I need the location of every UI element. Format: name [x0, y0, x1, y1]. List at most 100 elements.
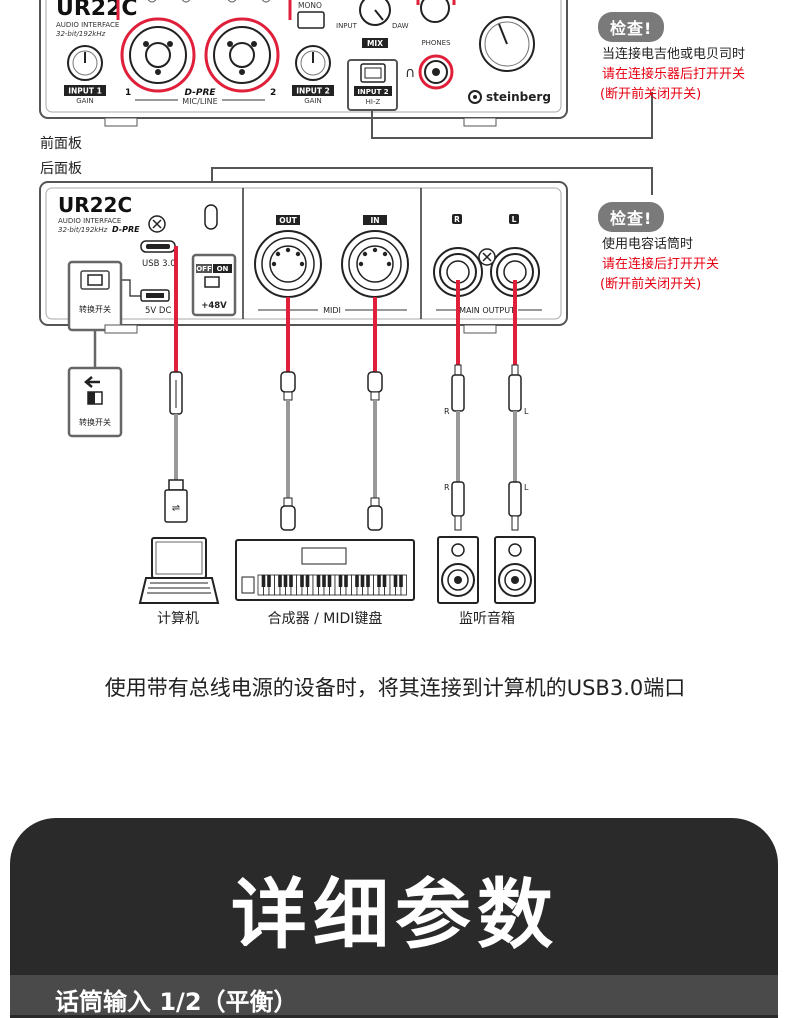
- black-key: [267, 575, 271, 587]
- screw-icon: [148, 215, 166, 233]
- steinberg-logo-icon: [468, 90, 482, 104]
- phones-jack[interactable]: [418, 54, 454, 90]
- svg-text:ON: ON: [217, 265, 229, 273]
- midi-out-cable: [280, 297, 296, 531]
- output-l-cable: [508, 280, 522, 531]
- security-slot: [204, 204, 218, 230]
- svg-text:USB 3.0: USB 3.0: [142, 259, 176, 269]
- black-key: [261, 575, 266, 587]
- svg-text:MAIN OUTPUT: MAIN OUTPUT: [459, 306, 515, 315]
- svg-text:R: R: [444, 407, 450, 416]
- mono-button[interactable]: [297, 11, 325, 29]
- midi-out-port[interactable]: [254, 230, 322, 298]
- svg-text:MONO: MONO: [298, 1, 322, 10]
- svg-text:MIX: MIX: [367, 39, 383, 48]
- power-switch[interactable]: [87, 274, 103, 286]
- svg-text:OUT: OUT: [279, 216, 297, 225]
- svg-text:L: L: [524, 483, 529, 492]
- piano-keys: [257, 574, 407, 596]
- output-knob[interactable]: [479, 16, 535, 72]
- svg-text:HI-Z: HI-Z: [366, 98, 381, 106]
- combo-jack-2[interactable]: [204, 17, 280, 93]
- check2-line3: (断开前关闭开关): [600, 277, 702, 292]
- check-badge-2: 检查!: [598, 202, 665, 232]
- svg-text:INPUT 2: INPUT 2: [296, 87, 330, 96]
- black-key: [382, 575, 387, 587]
- check2-line1: 使用电容话筒时: [602, 237, 694, 252]
- svg-text:PHONES: PHONES: [421, 39, 451, 47]
- gain-knob-1[interactable]: [67, 45, 103, 81]
- svg-text:2: 2: [270, 88, 276, 98]
- svg-text:INPUT: INPUT: [336, 22, 358, 30]
- synth-label: 合成器 / MIDI键盘: [267, 611, 383, 627]
- screw-icon: [478, 248, 496, 266]
- svg-text:32-bit/192kHz: 32-bit/192kHz: [58, 226, 108, 234]
- svg-text:D-PRE: D-PRE: [184, 88, 216, 98]
- black-key: [399, 575, 403, 587]
- phantom-power-switch[interactable]: [204, 276, 220, 288]
- svg-text:GAIN: GAIN: [76, 97, 94, 105]
- midi-in-cable: [367, 297, 383, 531]
- black-key: [344, 575, 348, 587]
- black-key: [305, 575, 310, 587]
- check1-line3: (断开前关闭开关): [600, 87, 702, 102]
- svg-text:⇌: ⇌: [172, 503, 180, 514]
- svg-text:IN: IN: [370, 216, 379, 225]
- usb-power-caption: 使用带有总线电源的设备时，将其连接到计算机的USB3.0端口: [104, 676, 686, 700]
- svg-text:AUDIO INTERFACE: AUDIO INTERFACE: [56, 21, 119, 29]
- svg-text:GAIN: GAIN: [304, 97, 322, 105]
- connection-diagram: UR22C AUDIO INTERFACE 32-bit/192kHz INPU…: [39, 0, 653, 604]
- check1-line2: 请在连接乐器后打开开关: [602, 67, 746, 82]
- svg-text:R: R: [454, 215, 460, 224]
- svg-text:INPUT 2: INPUT 2: [357, 88, 388, 96]
- black-key: [360, 575, 365, 587]
- svg-text:OFF: OFF: [196, 265, 212, 273]
- check-badge-1: 检查!: [598, 12, 665, 42]
- svg-text:UR22C: UR22C: [58, 193, 132, 217]
- black-key: [355, 575, 359, 587]
- svg-text:R: R: [444, 483, 450, 492]
- svg-text:INPUT 1: INPUT 1: [68, 87, 102, 96]
- params-title: 详细参数: [231, 870, 559, 959]
- output-r-cable: [451, 280, 465, 531]
- svg-text:∩: ∩: [405, 65, 415, 81]
- phones-knob[interactable]: [420, 0, 450, 23]
- combo-jack-1[interactable]: [120, 17, 196, 93]
- svg-text:L: L: [524, 407, 529, 416]
- rear-panel: UR22C AUDIO INTERFACE 32-bit/192kHz D-PR…: [39, 181, 568, 334]
- synth-keyboard-icon: [235, 539, 415, 601]
- svg-text:1: 1: [125, 88, 131, 98]
- svg-text:AUDIO INTERFACE: AUDIO INTERFACE: [58, 217, 121, 225]
- black-key: [300, 575, 304, 587]
- mix-knob[interactable]: [359, 0, 391, 26]
- midi-in-port[interactable]: [341, 230, 409, 298]
- front-logo: UR22C: [56, 0, 138, 21]
- black-key: [393, 575, 398, 587]
- svg-text:5V DC: 5V DC: [145, 306, 171, 316]
- svg-text:转换开关: 转换开关: [79, 417, 111, 427]
- monitor-speaker-r-icon: [437, 536, 479, 604]
- monitors-label: 监听音箱: [459, 611, 515, 627]
- black-key: [278, 575, 282, 587]
- black-key: [327, 575, 332, 587]
- monitor-speaker-l-icon: [494, 536, 536, 604]
- svg-text:L: L: [512, 215, 517, 224]
- computer-label: 计算机: [157, 611, 199, 627]
- svg-text:+48V: +48V: [201, 301, 227, 311]
- svg-text:后面板: 后面板: [40, 161, 82, 177]
- svg-text:32-bit/192kHz: 32-bit/192kHz: [56, 30, 106, 38]
- svg-text:D-PRE: D-PRE: [112, 225, 140, 234]
- check2-line2: 请在连接后打开开关: [602, 257, 720, 272]
- svg-text:前面板: 前面板: [40, 135, 82, 152]
- black-key: [377, 575, 381, 587]
- black-key: [316, 575, 321, 587]
- switch-callout: 转换开关: [67, 330, 123, 438]
- main-output-r-jack[interactable]: [433, 247, 483, 297]
- black-key: [338, 575, 343, 587]
- svg-text:DAW: DAW: [392, 22, 409, 30]
- black-key: [366, 575, 370, 587]
- svg-text:转换开关: 转换开关: [79, 304, 111, 314]
- usb-cable: ⇌: [164, 246, 188, 523]
- svg-text:steinberg: steinberg: [486, 90, 551, 104]
- gain-knob-2[interactable]: [295, 45, 331, 81]
